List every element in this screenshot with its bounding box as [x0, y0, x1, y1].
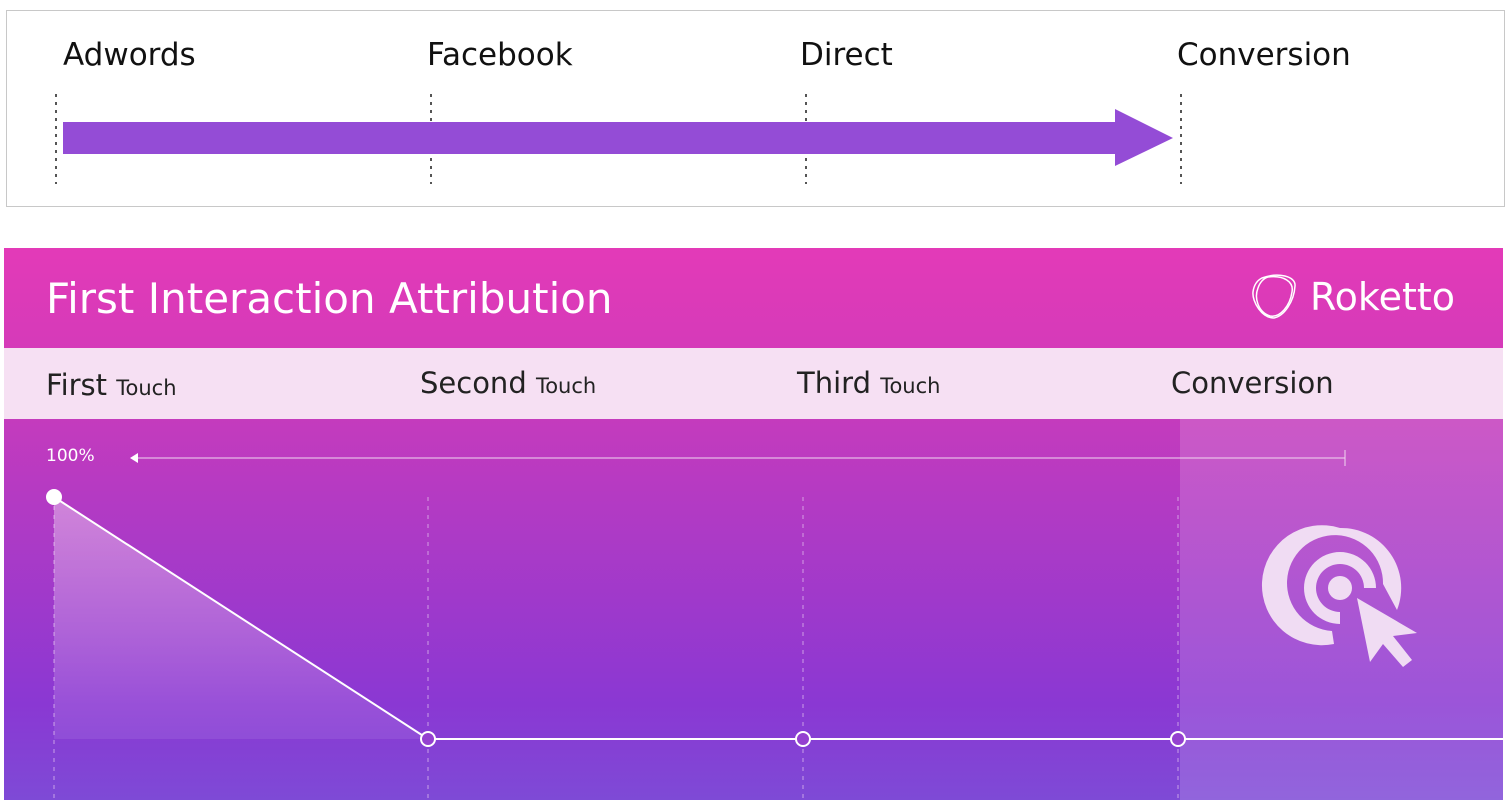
brand-name: Roketto	[1309, 275, 1455, 319]
stage-first: First Touch	[46, 368, 177, 402]
max-percent-label: 100%	[46, 446, 95, 466]
conversion-column-highlight	[1180, 419, 1503, 800]
data-point	[46, 489, 62, 505]
channel-conversion: Conversion	[1177, 37, 1351, 73]
stage-conversion: Conversion	[1171, 366, 1334, 400]
attribution-panel: First Interaction Attribution Roketto Fi…	[4, 248, 1503, 800]
page-title: First Interaction Attribution	[46, 274, 613, 323]
data-point	[420, 731, 436, 747]
target-click-icon	[1261, 525, 1417, 667]
data-point	[1170, 731, 1186, 747]
journey-box: Adwords Facebook Direct Conversion	[6, 10, 1505, 207]
journey-arrow	[55, 94, 1182, 184]
channel-direct: Direct	[800, 37, 893, 73]
attribution-chart: 100%	[4, 419, 1503, 800]
stage-third: Third Touch	[797, 366, 941, 400]
channel-adwords: Adwords	[63, 37, 196, 73]
attribution-area	[54, 497, 1178, 739]
stage-second: Second Touch	[420, 366, 597, 400]
roketto-logo-icon	[1252, 274, 1296, 319]
header: First Interaction Attribution Roketto	[4, 248, 1503, 348]
stage-bar: First Touch Second Touch Third Touch Con…	[4, 348, 1503, 419]
channel-facebook: Facebook	[427, 37, 573, 73]
logo: Roketto	[1250, 272, 1455, 322]
data-point	[795, 731, 811, 747]
chart-svg	[46, 419, 1503, 800]
